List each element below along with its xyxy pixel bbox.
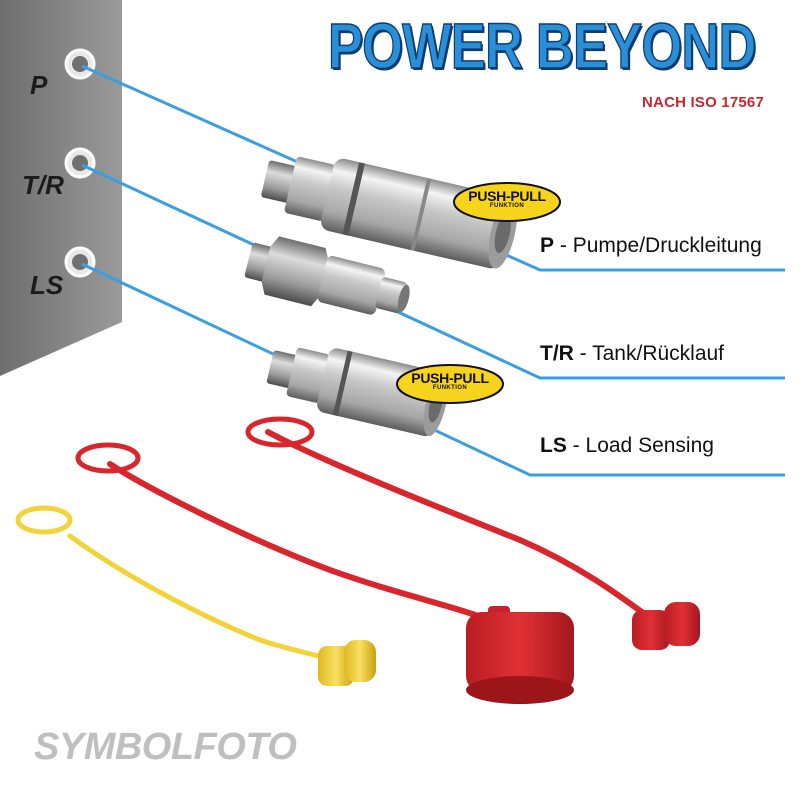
port-hole-tr bbox=[64, 147, 96, 179]
badge-sub-label: FUNKTION bbox=[489, 203, 525, 209]
yellow-dust-cap bbox=[15, 505, 376, 686]
red-dust-cap-small bbox=[245, 416, 700, 650]
callout-separator: - bbox=[573, 342, 593, 365]
wall-panel bbox=[0, 0, 122, 376]
badge-sub-label: FUNKTION bbox=[432, 385, 468, 391]
coupling-p bbox=[261, 156, 517, 269]
callout-ls: LS - Load Sensing bbox=[540, 434, 714, 458]
push-pull-badge-1 bbox=[453, 182, 561, 222]
push-pull-badge-2 bbox=[396, 364, 504, 404]
callout-separator: - bbox=[554, 234, 573, 257]
port-hole-p bbox=[64, 48, 96, 80]
port-label-ls: LS bbox=[30, 270, 64, 300]
leader-line-tr bbox=[81, 163, 785, 380]
callout-code: P bbox=[540, 234, 555, 257]
coupling-tr bbox=[244, 236, 410, 315]
callout-code: T/R bbox=[540, 342, 574, 365]
callout-separator: - bbox=[566, 434, 586, 457]
callout-description: Load Sensing bbox=[585, 434, 714, 457]
port-label-p: P bbox=[30, 70, 48, 100]
iso-standard-label: NACH ISO 17567 bbox=[642, 94, 765, 111]
badge-main-label: PUSH-PULL bbox=[468, 188, 546, 204]
callout-p: P - Pumpe/Druckleitung bbox=[540, 234, 762, 258]
badge-main-label: PUSH-PULL bbox=[411, 370, 489, 386]
callout-tr: T/R - Tank/Rücklauf bbox=[540, 342, 724, 366]
push-pull-badge-text-2: PUSH-PULL FUNKTION bbox=[400, 371, 500, 392]
port-hole-ls bbox=[64, 246, 96, 278]
port-label-tr: T/R bbox=[22, 170, 64, 200]
callout-description: Pumpe/Druckleitung bbox=[572, 234, 762, 257]
callout-description: Tank/Rücklauf bbox=[592, 342, 725, 365]
push-pull-badge-text-1: PUSH-PULL FUNKTION bbox=[457, 189, 557, 210]
page-title: POWER BEYOND bbox=[327, 9, 757, 83]
callout-code: LS bbox=[540, 434, 567, 457]
red-dust-cap-large bbox=[75, 442, 574, 704]
leader-line-ls bbox=[81, 262, 785, 477]
leader-line-p bbox=[81, 64, 785, 272]
symbol-photo-watermark: SYMBOLFOTO bbox=[34, 726, 297, 768]
